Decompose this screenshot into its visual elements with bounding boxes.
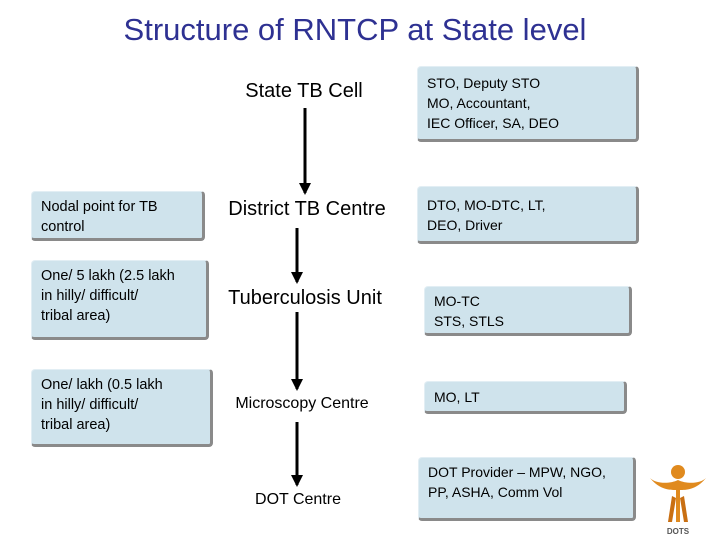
level-dot-centre: DOT Centre: [255, 491, 341, 508]
level-district-tb-centre: District TB Centre: [228, 198, 386, 220]
page-title: Structure of RNTCP at State level: [123, 12, 587, 47]
staff-box-dot: DOT Provider – MPW, NGO, PP, ASHA, Comm …: [418, 457, 636, 521]
staff-box-microscopy: MO, LT: [424, 381, 627, 414]
level-state-tb-cell: State TB Cell: [245, 80, 363, 102]
level-tuberculosis-unit: Tuberculosis Unit: [228, 287, 382, 309]
level-microscopy-centre: Microscopy Centre: [235, 395, 369, 412]
dots-logo-text: DOTS: [667, 527, 690, 536]
staff-box-tu: MO-TC STS, STLS: [424, 286, 632, 336]
criteria-box-district: Nodal point for TB control: [31, 191, 205, 241]
dots-logo: DOTS: [646, 462, 710, 543]
criteria-box-microscopy: One/ lakh (0.5 lakh in hilly/ difficult/…: [31, 369, 213, 447]
staff-box-district: DTO, MO-DTC, LT, DEO, Driver: [417, 186, 639, 244]
criteria-box-tu: One/ 5 lakh (2.5 lakh in hilly/ difficul…: [31, 260, 209, 340]
staff-box-state: STO, Deputy STO MO, Accountant, IEC Offi…: [417, 66, 639, 142]
